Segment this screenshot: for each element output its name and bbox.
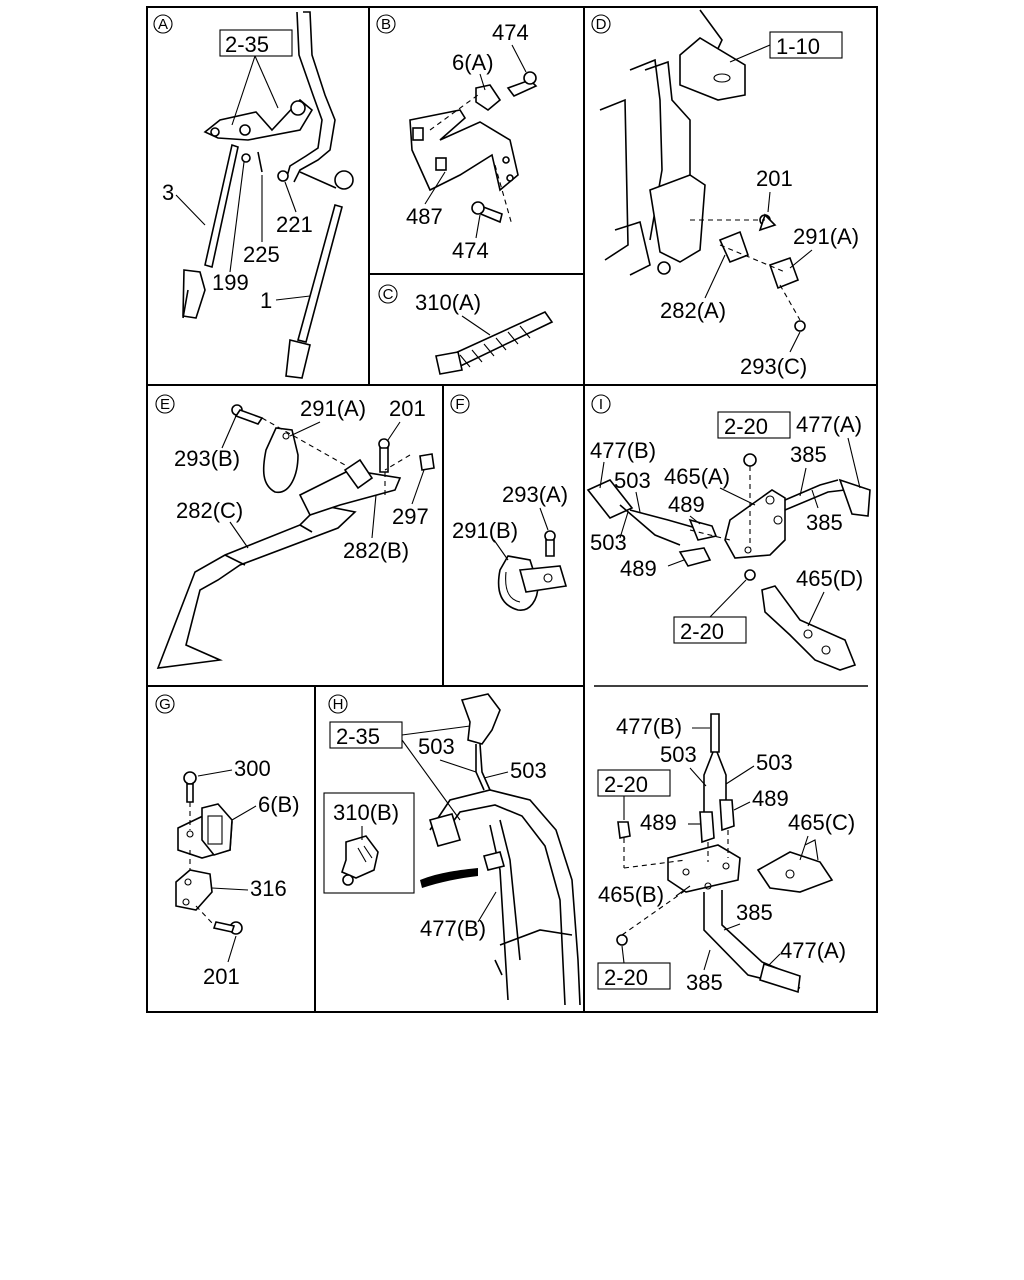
panel-c: 310(A) bbox=[415, 290, 554, 375]
label-293a: 293(A) bbox=[502, 482, 568, 507]
svg-text:H: H bbox=[333, 696, 344, 713]
label-465b: 465(B) bbox=[598, 882, 664, 907]
panel-h: 2-35 503 503 310(B) 477(B) bbox=[323, 693, 581, 1006]
label-282b: 282(B) bbox=[343, 538, 409, 563]
label-503-l: 503 bbox=[660, 742, 697, 767]
svg-text:I: I bbox=[599, 396, 603, 413]
label-ref-2-20-a: 2-20 bbox=[604, 772, 648, 797]
label-201-e: 201 bbox=[389, 396, 426, 421]
panel-i: 2-20 477(A) 477(B) 385 503 465(A) 489 38… bbox=[586, 411, 871, 671]
svg-text:G: G bbox=[159, 696, 171, 713]
label-225: 225 bbox=[243, 242, 280, 267]
label-503-r: 503 bbox=[756, 750, 793, 775]
label-503-h-l: 503 bbox=[418, 734, 455, 759]
panel-grid bbox=[146, 6, 878, 1013]
svg-text:F: F bbox=[455, 396, 464, 413]
label-291a: 291(A) bbox=[793, 224, 859, 249]
inset-box-310b bbox=[323, 792, 415, 894]
label-293b: 293(B) bbox=[174, 446, 240, 471]
label-293c: 293(C) bbox=[740, 354, 807, 379]
label-487: 487 bbox=[406, 204, 443, 229]
label-1: 1 bbox=[260, 288, 272, 313]
label-465a: 465(A) bbox=[664, 464, 730, 489]
panel-e: 291(A) 201 293(B) 297 282(C) 282(B) bbox=[156, 396, 435, 669]
panel-marker-d: D bbox=[591, 14, 611, 34]
panel-marker-c: C bbox=[378, 284, 398, 304]
label-477b: 477(B) bbox=[590, 438, 656, 463]
label-385-top: 385 bbox=[790, 442, 827, 467]
label-465d: 465(D) bbox=[796, 566, 863, 591]
label-221: 221 bbox=[276, 212, 313, 237]
label-291b: 291(B) bbox=[452, 518, 518, 543]
label-201: 201 bbox=[756, 166, 793, 191]
ref-box-2-20-b bbox=[597, 962, 671, 990]
panel-markers: A B C D E F I G H bbox=[153, 14, 611, 714]
label-199: 199 bbox=[212, 270, 249, 295]
label-282a: 282(A) bbox=[660, 298, 726, 323]
label-201-g: 201 bbox=[203, 964, 240, 989]
label-465c: 465(C) bbox=[788, 810, 855, 835]
label-477b-v: 477(B) bbox=[616, 714, 682, 739]
label-300: 300 bbox=[234, 756, 271, 781]
panel-marker-a: A bbox=[153, 14, 173, 34]
label-3: 3 bbox=[162, 180, 174, 205]
panel-marker-i: I bbox=[591, 394, 611, 414]
label-503-h-r: 503 bbox=[510, 758, 547, 783]
panel-b: 474 6(A) 487 474 bbox=[406, 20, 538, 263]
label-297: 297 bbox=[392, 504, 429, 529]
label-ref-2-20-top: 2-20 bbox=[724, 414, 768, 439]
label-ref-2-20-bot: 2-20 bbox=[680, 619, 724, 644]
label-385-mid: 385 bbox=[806, 510, 843, 535]
label-477b-h: 477(B) bbox=[420, 916, 486, 941]
label-474-bot: 474 bbox=[452, 238, 489, 263]
ref-box-2-35 bbox=[219, 29, 293, 57]
svg-text:C: C bbox=[383, 286, 394, 303]
svg-text:E: E bbox=[160, 396, 170, 413]
label-385-r: 385 bbox=[736, 900, 773, 925]
label-ref-2-35-h: 2-35 bbox=[336, 724, 380, 749]
label-282c: 282(C) bbox=[176, 498, 243, 523]
label-ref-1-10: 1-10 bbox=[776, 34, 820, 59]
label-291a-e: 291(A) bbox=[300, 396, 366, 421]
svg-text:A: A bbox=[158, 16, 168, 33]
label-ref-2-35: 2-35 bbox=[225, 32, 269, 57]
label-503-mid: 503 bbox=[590, 530, 627, 555]
label-489-l: 489 bbox=[640, 810, 677, 835]
panel-i-variant: 477(B) 503 503 2-20 489 489 465(C) 465(B… bbox=[597, 713, 855, 995]
panel-g: 300 6(B) 316 201 bbox=[175, 756, 300, 989]
panel-marker-f: F bbox=[450, 394, 470, 414]
label-477a-v: 477(A) bbox=[780, 938, 846, 963]
panel-a: 2-35 3 199 225 221 1 bbox=[162, 11, 354, 379]
svg-text:D: D bbox=[596, 16, 607, 33]
label-6b: 6(B) bbox=[258, 792, 300, 817]
label-474-top: 474 bbox=[492, 20, 529, 45]
panel-d: 1-10 201 291(A) 282(A) 293(C) bbox=[599, 9, 859, 379]
label-489-mid: 489 bbox=[620, 556, 657, 581]
label-503-top: 503 bbox=[614, 468, 651, 493]
panel-marker-g: G bbox=[155, 694, 175, 714]
label-316: 316 bbox=[250, 876, 287, 901]
label-310a: 310(A) bbox=[415, 290, 481, 315]
panel-marker-b: B bbox=[376, 14, 396, 34]
label-489-top: 489 bbox=[668, 492, 705, 517]
label-385-b: 385 bbox=[686, 970, 723, 995]
label-ref-2-20-b: 2-20 bbox=[604, 965, 648, 990]
label-6a: 6(A) bbox=[452, 50, 494, 75]
label-489-r: 489 bbox=[752, 786, 789, 811]
panel-marker-e: E bbox=[155, 394, 175, 414]
label-477a: 477(A) bbox=[796, 412, 862, 437]
panel-marker-h: H bbox=[328, 694, 348, 714]
svg-text:B: B bbox=[381, 16, 391, 33]
panel-f: 293(A) 291(B) bbox=[452, 482, 568, 611]
ref-box-2-20-top bbox=[717, 411, 791, 439]
ref-box-2-20-a bbox=[597, 769, 671, 797]
label-310b: 310(B) bbox=[333, 800, 399, 825]
